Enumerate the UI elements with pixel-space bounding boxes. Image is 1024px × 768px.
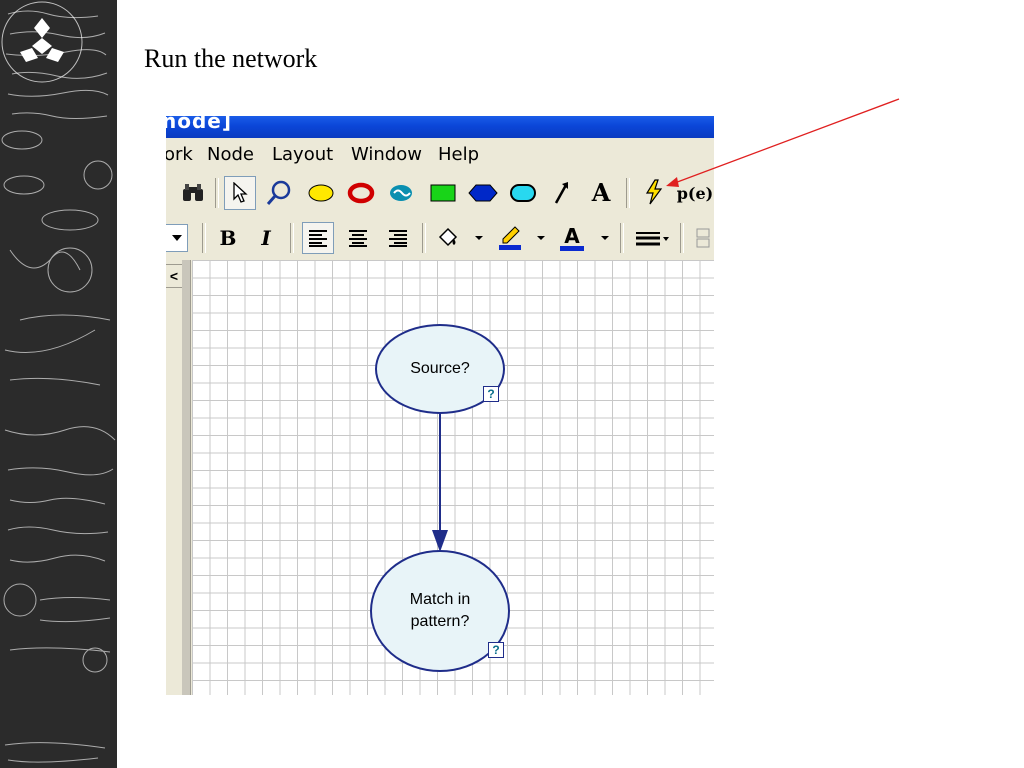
italic-button[interactable]: I [261, 226, 271, 250]
menu-window[interactable]: Window [351, 144, 422, 165]
chalkboard-sidebar [0, 0, 117, 768]
canvas-area: < Source? ? Match in pattern? ? [166, 260, 714, 695]
link-node-icon[interactable] [384, 178, 418, 208]
toolbar-separator [620, 223, 624, 253]
fill-color-icon[interactable] [432, 222, 464, 254]
toolbar-separator [680, 223, 684, 253]
window-title: node] [166, 116, 232, 133]
slide-title: Run the network [144, 44, 318, 73]
run-network-icon[interactable] [640, 176, 668, 208]
binoculars-icon[interactable] [178, 178, 208, 208]
layout-icon[interactable] [692, 224, 714, 252]
app-window: node] ork Node Layout Window Help [166, 116, 714, 695]
text-tool-icon[interactable]: A [591, 177, 611, 207]
line-color-icon[interactable] [494, 222, 526, 254]
node-source-label: Source? [410, 360, 470, 377]
font-color-swatch [560, 245, 584, 251]
close-panel-button[interactable]: < [166, 264, 183, 288]
node-match-label: Match in pattern? [409, 591, 471, 630]
font-color-button[interactable]: A [556, 222, 588, 254]
node-match[interactable]: Match in pattern? ? [370, 550, 510, 672]
arc-arrowhead-icon [432, 530, 448, 552]
toolbar-separator [626, 178, 630, 208]
toolbar-separator [422, 223, 426, 253]
rounded-node-icon[interactable] [506, 178, 540, 208]
ellipse-node-icon[interactable] [304, 178, 338, 208]
pointer-icon[interactable] [224, 176, 256, 210]
fill-color-dropdown-icon[interactable] [472, 230, 486, 246]
toolbar-separator [290, 223, 294, 253]
node-source-help-icon[interactable]: ? [483, 386, 499, 402]
arrow-tool-icon[interactable] [548, 178, 576, 208]
menu-layout[interactable]: Layout [272, 144, 334, 165]
menu-help[interactable]: Help [438, 144, 480, 165]
format-toolbar: B I A [166, 216, 714, 260]
menu-bar: ork Node Layout Window Help [166, 138, 714, 170]
node-toolbar: A p(e) [166, 170, 714, 216]
menu-node[interactable]: Node [207, 144, 254, 165]
panel-divider[interactable] [182, 260, 191, 695]
menu-network[interactable]: ork [166, 144, 193, 165]
line-width-icon[interactable] [632, 222, 672, 254]
align-center-icon[interactable] [342, 222, 374, 254]
align-right-icon[interactable] [382, 222, 414, 254]
network-canvas[interactable]: Source? ? Match in pattern? ? [192, 260, 714, 695]
chalk-doodles [1, 10, 116, 763]
align-left-icon[interactable] [302, 222, 334, 254]
font-color-dropdown-icon[interactable] [598, 230, 612, 246]
probability-icon[interactable]: p(e) [676, 183, 714, 203]
node-source[interactable]: Source? ? [375, 324, 505, 414]
toolbar-separator [202, 223, 206, 253]
ring-node-icon[interactable] [344, 178, 378, 208]
arc-layer [432, 413, 448, 552]
font-dropdown-chevron-icon[interactable] [166, 224, 188, 252]
toolbar-separator [215, 178, 219, 208]
font-color-icon: A [564, 223, 580, 248]
university-logo [1, 1, 83, 83]
line-color-dropdown-icon[interactable] [534, 230, 548, 246]
bold-button[interactable]: B [219, 226, 237, 250]
window-titlebar[interactable]: node] [166, 116, 714, 138]
hexagon-node-icon[interactable] [466, 178, 500, 208]
rect-node-icon[interactable] [426, 178, 460, 208]
node-match-help-icon[interactable]: ? [488, 642, 504, 658]
zoom-icon[interactable] [264, 178, 294, 208]
